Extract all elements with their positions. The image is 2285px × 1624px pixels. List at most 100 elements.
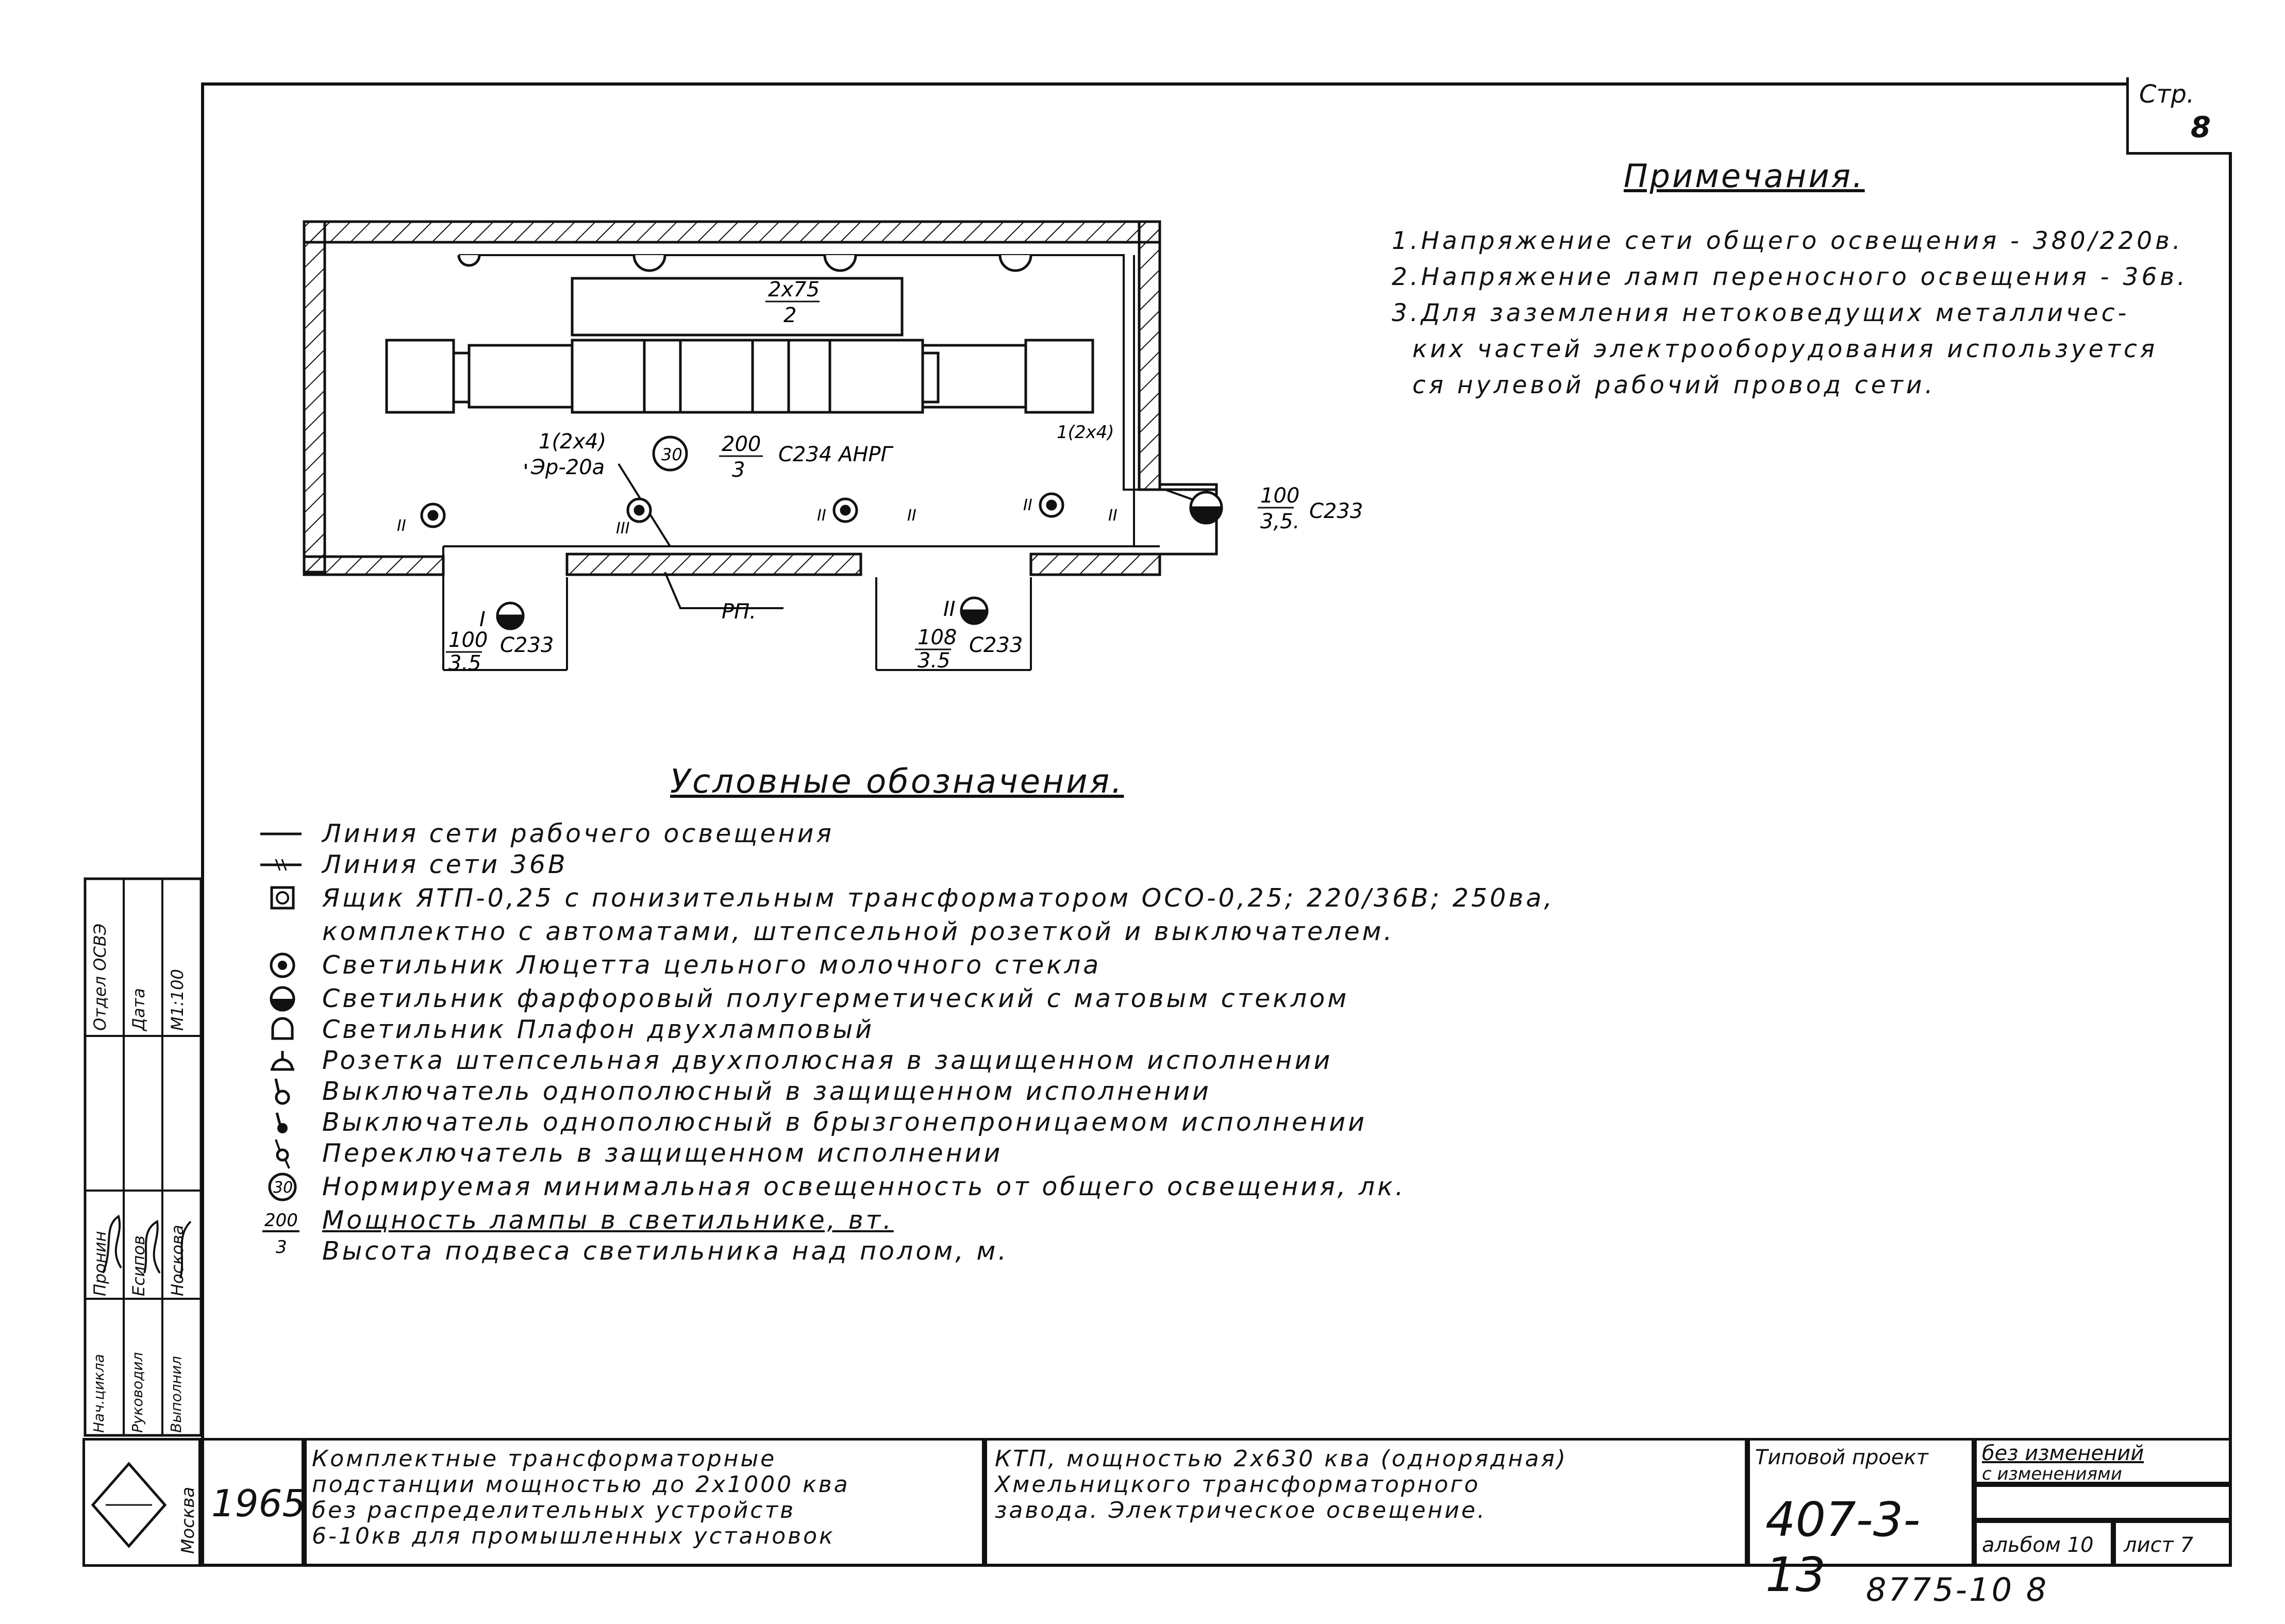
- blank-cell: [1974, 1484, 2232, 1520]
- signoff-role-1: Нач.цикла: [90, 1354, 107, 1433]
- roman-mark-6: II: [1108, 507, 1118, 525]
- sheet-desc-3: завода. Электрическое освещение.: [995, 1497, 1487, 1523]
- label-2: 2: [783, 304, 796, 327]
- legend-title: Условные обозначения.: [670, 763, 1124, 801]
- socket-icon: [271, 1051, 294, 1071]
- signoff-scale: М1:100: [168, 969, 187, 1031]
- note-2: 2.Напряжение ламп переносного освещения …: [1392, 263, 2188, 291]
- label-I: I: [479, 608, 486, 631]
- legend-text: Светильник Плафон двухламповый: [322, 1015, 875, 1044]
- notes-title: Примечания.: [1624, 157, 1865, 195]
- album: альбом 10: [1982, 1533, 2094, 1557]
- project-desc-2: подстанции мощностью до 2x1000 ква: [312, 1471, 850, 1498]
- left-frac-top: 100: [448, 628, 488, 652]
- page-number: 8: [2191, 111, 2211, 144]
- roman-mark-2: III: [616, 520, 630, 538]
- lamp-plafond-icon: [271, 1017, 294, 1040]
- change-cell: без изменений с изменениями: [1974, 1438, 2232, 1484]
- label-1-2x4-left: 1(2x4): [539, 430, 606, 454]
- archive-number: 8775-10 8: [1866, 1571, 2049, 1609]
- mid-frac-bottom: 3.5: [918, 649, 950, 673]
- legend-text: Светильник Люцетта цельного молочного ст…: [322, 950, 1102, 980]
- note-4: ких частей электрооборудования используе…: [1412, 335, 2158, 363]
- legend-text: Розетка штепсельная двухполюсная в защищ…: [322, 1046, 1333, 1075]
- year-cell: 1965: [201, 1438, 306, 1567]
- note-3: 3.Для заземления нетоковедущих металличе…: [1392, 299, 2130, 327]
- page-label: Стр.: [2139, 80, 2195, 109]
- change-1: без изменений: [1982, 1442, 2144, 1465]
- right-frac-top: 100: [1260, 484, 1299, 508]
- mid-frac-top: 108: [918, 626, 957, 649]
- roman-mark-1: II: [397, 517, 406, 535]
- signoff-role-3: Выполнил: [168, 1355, 185, 1433]
- label-rp: РП.: [722, 600, 756, 624]
- note-1: 1.Напряжение сети общего освещения - 380…: [1392, 227, 2183, 255]
- mid-c233: С233: [969, 633, 1023, 657]
- label-frac-3: 3: [732, 458, 745, 482]
- legend-text: Выключатель однополюсный в защищенном ис…: [322, 1077, 1211, 1106]
- legend-text: Высота подвеса светильника над полом, м.: [322, 1236, 1009, 1266]
- change-2: с изменениями: [1982, 1464, 2122, 1484]
- signoff-block: Отдел ОСВЭ Дата М1:100 Нач.цикла Руковод…: [82, 876, 201, 1438]
- year: 1965: [211, 1482, 306, 1525]
- left-frac-bottom: 3.5: [448, 651, 481, 675]
- switch-protected-icon: [274, 1078, 290, 1105]
- line-hatched-icon: [260, 859, 302, 871]
- equipment: [385, 277, 1094, 414]
- transformer-box-icon: [270, 886, 295, 910]
- project-desc-3: без распределительных устройств: [312, 1497, 795, 1523]
- legend-text: Нормируемая минимальная освещенность от …: [322, 1172, 1406, 1201]
- title-block: Москва 1965 Комплектные трансформаторные…: [82, 1438, 2232, 1602]
- plan-labels: 2x75 2 1(2x4) Эр-20а 30 200 3 С234 АНРГ …: [397, 278, 1363, 675]
- note-5: ся нулевой рабочий провод сети.: [1412, 371, 1936, 399]
- label-II: II: [943, 597, 956, 621]
- sheet-desc-2: Хмельницкого трансформаторного: [995, 1471, 1480, 1498]
- svg-text:3: 3: [276, 1237, 287, 1258]
- signoff-grid: [84, 877, 201, 1437]
- signoff-date: Дата: [129, 988, 148, 1031]
- svg-text:30: 30: [273, 1179, 293, 1197]
- project-number: 407-3-13: [1765, 1492, 1921, 1602]
- project-desc-cell: Комплектные трансформаторные подстанции …: [304, 1438, 985, 1567]
- fraction-denominator-icon: 3: [276, 1237, 287, 1258]
- project-desc-4: 6-10кв для промышленных установок: [312, 1523, 835, 1549]
- right-frac-bottom: 3,5.: [1260, 510, 1299, 533]
- illuminance-circle-icon: 30: [268, 1173, 297, 1201]
- sheet-cell: лист 7: [2113, 1520, 2232, 1567]
- sheet: лист 7: [2124, 1533, 2194, 1557]
- legend-text: Ящик ЯТП-0,25 с понизительным трансформа…: [322, 883, 1555, 913]
- fraction-icon: 200: [262, 1210, 299, 1232]
- lamp-porcelain-icon: [270, 986, 295, 1012]
- svg-text:200: 200: [264, 1210, 298, 1231]
- label-2x75: 2x75: [768, 278, 820, 302]
- wiring: [442, 254, 1202, 671]
- label-1-2x4-right: 1(2x4): [1057, 422, 1114, 443]
- line-solid-icon: [260, 832, 302, 835]
- switch-splashproof-icon: [275, 1112, 288, 1133]
- lamp-milk-glass-icon: [270, 952, 295, 978]
- roman-mark-5: II: [1023, 496, 1032, 514]
- legend-text: Переключатель в защищенном исполнении: [322, 1139, 1003, 1168]
- roman-mark-4: II: [907, 507, 916, 525]
- page-number-box: Стр. 8: [2126, 77, 2232, 155]
- legend-text: Светильник фарфоровый полугерметический …: [322, 984, 1349, 1013]
- label-ep20a: Эр-20а: [530, 456, 605, 479]
- legend-text: Выключатель однополюсный в брызгонепрони…: [322, 1108, 1367, 1137]
- floor-plan: 2x75 2 1(2x4) Эр-20а 30 200 3 С234 АНРГ …: [303, 220, 1363, 675]
- signoff-role-2: Руководил: [129, 1352, 146, 1433]
- signatures: [102, 1214, 192, 1279]
- album-cell: альбом 10: [1974, 1520, 2113, 1567]
- right-c233: С233: [1309, 499, 1363, 523]
- project-desc-1: Комплектные трансформаторные: [312, 1446, 777, 1472]
- typical-project-label: Типовой проект: [1755, 1446, 1928, 1469]
- sheet-desc-1: КТП, мощностью 2x630 ква (однорядная): [995, 1446, 1568, 1472]
- label-c234-ampg: С234 АНРГ: [778, 443, 894, 466]
- label-frac-200: 200: [722, 432, 761, 456]
- logo-cell: Москва: [82, 1438, 201, 1567]
- legend-text: Линия сети 36В: [322, 850, 568, 879]
- legend-text: Мощность лампы в светильнике, вт.: [322, 1206, 894, 1235]
- signoff-dept: Отдел ОСВЭ: [90, 923, 110, 1031]
- sheet-desc-cell: КТП, мощностью 2x630 ква (однорядная) Хм…: [985, 1438, 1747, 1567]
- label-30-circle: 30: [661, 445, 682, 464]
- institute-logo: [91, 1462, 167, 1548]
